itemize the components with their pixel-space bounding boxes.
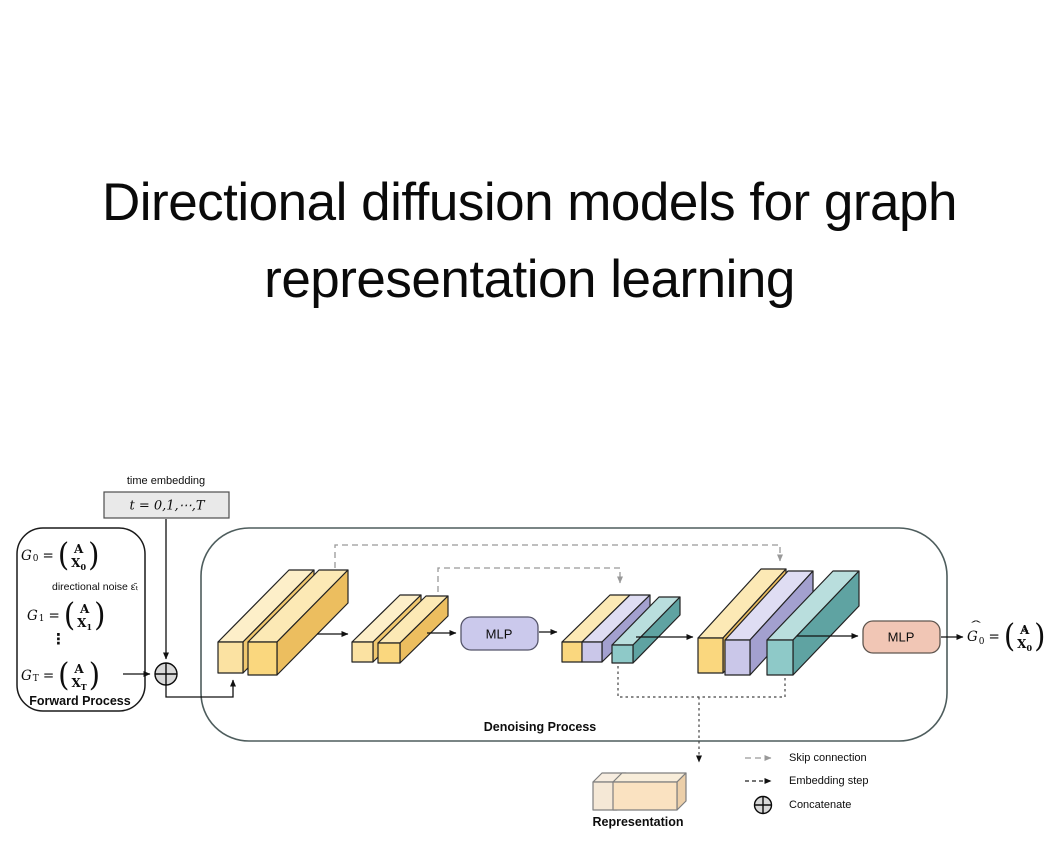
representation-label: Representation (592, 815, 684, 829)
legend-label-concatenate: Concatenate (789, 799, 852, 811)
directional-noise-label: directional noise ε̄ₜ (52, 581, 139, 593)
encoder-block-2 (247, 569, 349, 676)
encoder-block-2-front (247, 641, 278, 676)
small-lavender-front (581, 641, 603, 663)
skip-connection-1 (334, 544, 783, 568)
hidden-block-2-front (377, 642, 401, 664)
forward-process-box (16, 527, 146, 712)
hidden-block-1-front (351, 641, 374, 663)
legend-label-skip-connection: Skip connection (789, 752, 867, 764)
paper-title-line1: Directional diffusion models for graph (102, 173, 957, 232)
forward-process-title: Forward Process (29, 694, 131, 708)
mlp1-box (460, 616, 539, 651)
legend-glyphs (745, 755, 773, 815)
concatenate-icon (753, 795, 773, 815)
time-embedding-value: t = 0,1,⋯,T (129, 498, 205, 514)
representation-front (612, 781, 678, 811)
skip-connection-2 (437, 567, 623, 592)
representation-top (612, 772, 687, 783)
large-lavender-front (724, 639, 751, 676)
hidden-block-2 (377, 595, 449, 664)
encoder-block-1-front (217, 641, 244, 674)
mlp2-label: MLP (887, 629, 915, 645)
mlp1-label: MLP (485, 626, 513, 642)
denoising-process-title: Denoising Process (483, 720, 597, 734)
large-teal-front (766, 639, 794, 676)
mlp2-box (862, 620, 941, 654)
vertical-ellipsis: ⋮ (51, 630, 66, 648)
representation-block (592, 772, 687, 811)
legend-label-embedding-step: Embedding step (789, 775, 869, 787)
small-teal-front (611, 644, 634, 664)
time-embedding-box (103, 491, 230, 519)
small-group-teal-block (611, 596, 681, 664)
large-group-teal-block (766, 570, 860, 676)
small-yellow-front (561, 641, 583, 663)
large-group-lavender-block (724, 570, 814, 676)
concatenate-node (154, 662, 178, 686)
paper-title-line2: representation learning (264, 250, 795, 309)
paper-title: Directional diffusion models for graph r… (0, 164, 1059, 318)
time-embedding-label: time embedding (126, 475, 206, 487)
large-yellow-front (697, 637, 724, 674)
arrow-concat-to-encoder (165, 679, 236, 698)
